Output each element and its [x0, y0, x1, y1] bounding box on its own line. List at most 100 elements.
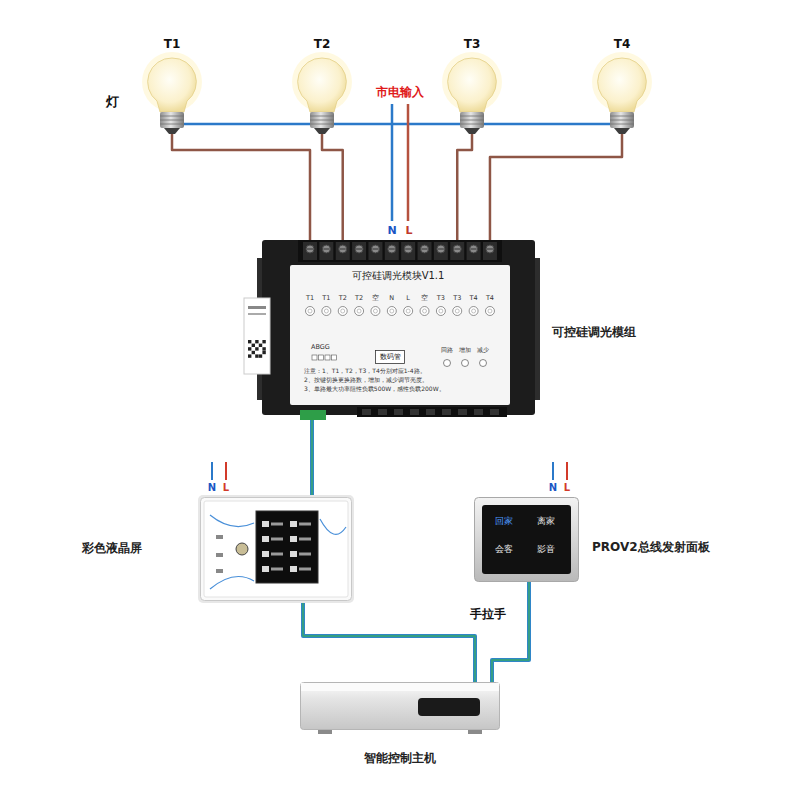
terminal-label: L [406, 295, 410, 302]
load-wire [172, 134, 310, 240]
drawing-part [248, 313, 266, 315]
display-label: 数码管 [380, 353, 401, 361]
drawing-part [310, 116, 334, 117]
bus-cable-stripe [303, 601, 475, 682]
bulb-outline [447, 54, 497, 134]
drawing-part [248, 347, 251, 350]
drawing-part [262, 347, 265, 350]
drawing-part [460, 124, 484, 125]
drawing-part [160, 112, 184, 128]
terminal-label: T1 [306, 295, 314, 302]
drawing-part [319, 242, 333, 260]
neutral-stub [211, 462, 213, 480]
scene-button: 会客 [495, 544, 513, 554]
drawing-part [341, 309, 345, 313]
note-text: 注意：1、T1，T2，T3，T4分别对应1-4路。 [304, 368, 426, 375]
drawing-part [426, 409, 435, 415]
drawing-part [236, 543, 248, 555]
drawing-part [475, 498, 579, 582]
button-label: 回路 [441, 347, 453, 353]
drawing-part [262, 240, 535, 415]
drawing-part [308, 309, 312, 313]
drawing-part [248, 306, 266, 309]
signal-name: L [223, 482, 229, 494]
drawing-part [271, 568, 283, 571]
terminal-label: 空 [421, 295, 428, 302]
panel-outline [474, 497, 579, 582]
terminal-label: T2 [355, 295, 363, 302]
drawing-part [592, 52, 652, 112]
drawing-part [385, 242, 399, 260]
wire-group [303, 601, 475, 682]
drawing-part [314, 128, 330, 134]
drawing-part [401, 242, 415, 260]
drawing-part [438, 249, 444, 250]
drawing-part [271, 553, 283, 556]
drawing-part [378, 409, 387, 415]
live-stub [566, 462, 568, 480]
drawing-part [262, 340, 265, 343]
drawing-part [320, 519, 346, 534]
drawing-part [255, 354, 258, 357]
terminal-label: 空 [372, 295, 379, 302]
drawing-part [453, 307, 462, 316]
drawing-part [336, 242, 350, 260]
drawing-part [299, 553, 311, 556]
drawing-part [148, 58, 197, 112]
signal-name: L [564, 482, 570, 494]
drawing-part [298, 58, 347, 112]
neutral-stub [552, 462, 554, 480]
drawing-part [216, 535, 223, 539]
live-stub [225, 462, 227, 480]
drawing-part [310, 120, 334, 121]
wire-group [490, 134, 622, 240]
drawing-part [410, 409, 419, 415]
drawing-part [299, 523, 311, 526]
wire-group [312, 415, 313, 497]
drawing-part [371, 245, 379, 253]
port-label: ABGG [311, 344, 330, 351]
drawing-part [262, 551, 269, 557]
drawing-part [474, 409, 483, 415]
drawing-part [467, 242, 481, 260]
drawing-part [373, 309, 377, 313]
bus-cable [303, 601, 475, 682]
drawing-part [371, 307, 380, 316]
drawing-part [259, 344, 262, 347]
drawing-part [216, 553, 223, 557]
drawing-part [485, 307, 494, 316]
drawing-part [471, 249, 477, 250]
terminal-label: T4 [486, 295, 494, 302]
drawing-part [301, 683, 499, 691]
drawing-part [303, 242, 317, 260]
signal-name: N [208, 482, 216, 494]
drawing-part [460, 112, 484, 128]
drawing-part [340, 249, 346, 250]
display-box: 数码管 [375, 350, 405, 364]
drawing-part [455, 309, 459, 313]
drawing-part [310, 112, 334, 128]
load-wire [457, 134, 472, 240]
drawing-part [469, 307, 478, 316]
drawing-part [462, 360, 469, 367]
drawing-part [394, 409, 403, 415]
drawing-part [388, 245, 396, 253]
drawing-part [454, 249, 460, 250]
bus-cable [310, 415, 314, 497]
drawing-part [262, 521, 269, 527]
bulb-outline [147, 54, 197, 134]
drawing-part [610, 112, 634, 128]
button-label: 增加 [459, 347, 471, 353]
drawing-part [368, 242, 382, 260]
drawing-part [458, 409, 467, 415]
drawing-part [339, 245, 347, 253]
lamp-label: 灯 [106, 95, 119, 110]
drawing-part [252, 344, 255, 347]
control-host: 智能控制主机 [300, 682, 500, 730]
drawing-part [198, 495, 354, 603]
live-input-wire [407, 104, 410, 221]
drawing-part [422, 249, 428, 250]
light-label: T3 [464, 38, 481, 52]
drawing-part [322, 245, 330, 253]
